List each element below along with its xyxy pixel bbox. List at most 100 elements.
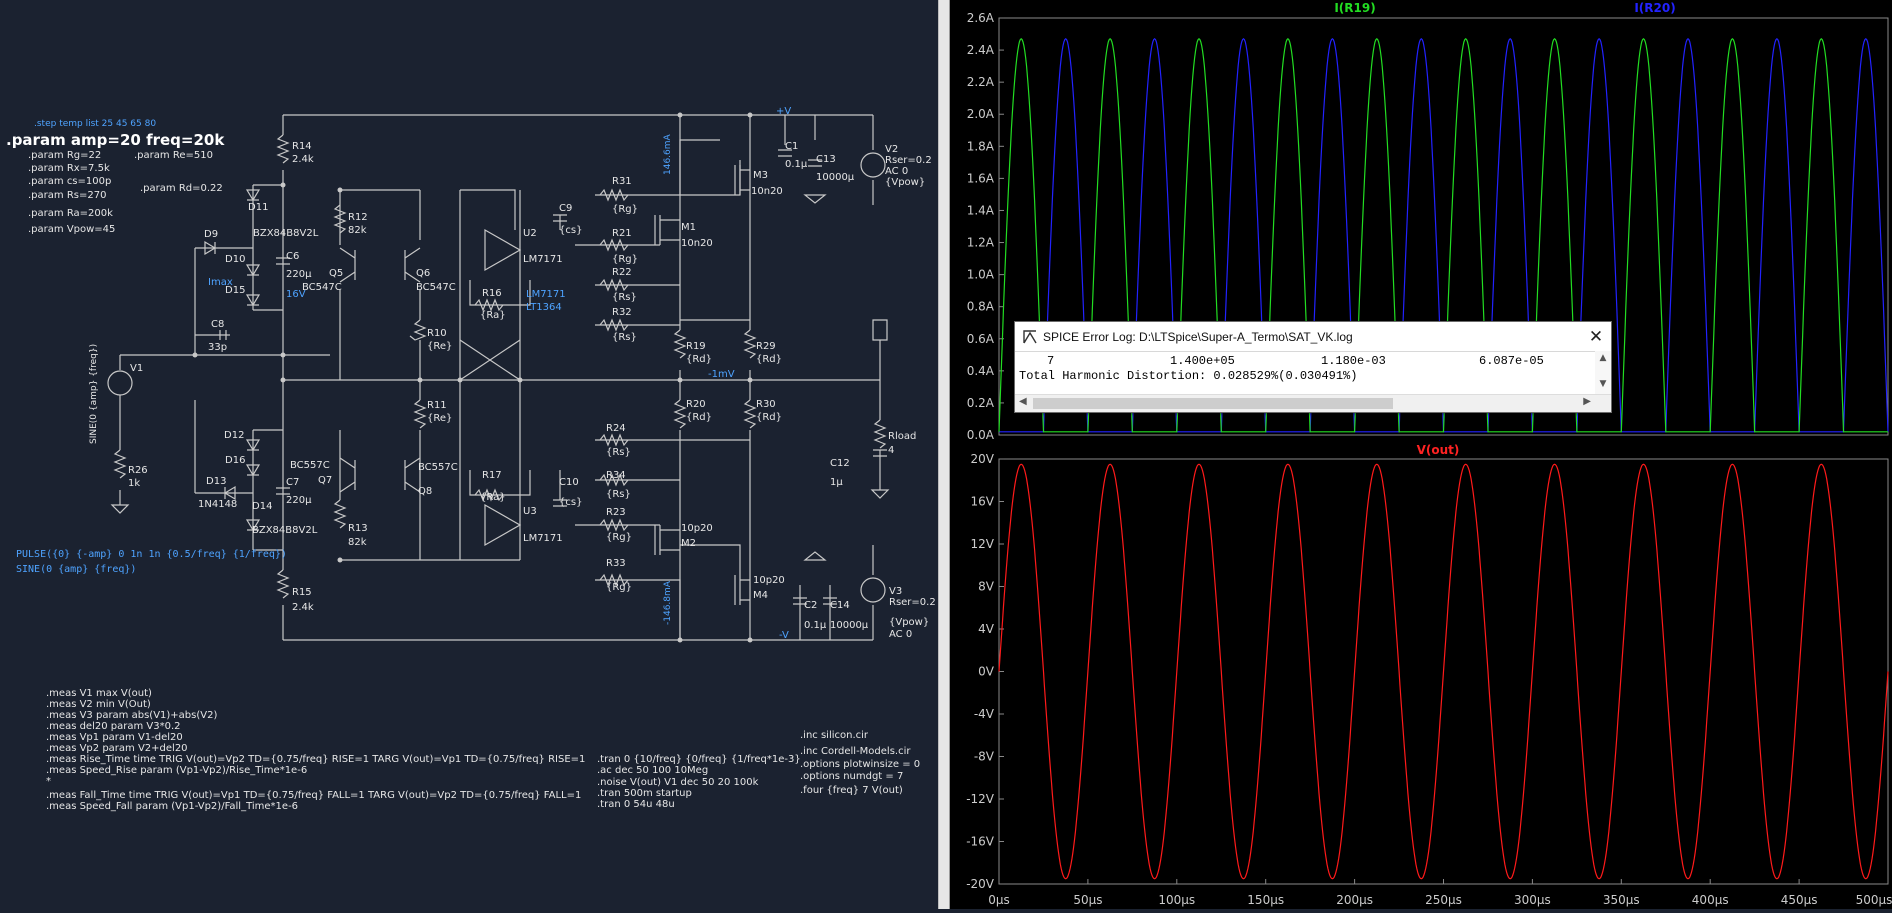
cap-C2: [793, 597, 807, 605]
waveform-canvas[interactable]: I(R19) I(R20) V(out) 2.6A2.4A2.2A2.0A1.8…: [950, 0, 1892, 909]
pane-splitter[interactable]: [938, 0, 950, 909]
x-tick-label: 100µs: [1158, 893, 1195, 907]
svg-text:Q6: Q6: [416, 268, 430, 279]
cap-C1: [778, 149, 792, 157]
svg-text:{Rs}: {Rs}: [606, 447, 631, 458]
close-icon[interactable]: ✕: [1588, 326, 1604, 347]
bjt-Q8: [404, 457, 421, 493]
y-tick-label: 1.0A: [967, 268, 995, 282]
svg-text:.options numdgt = 7: .options numdgt = 7: [800, 771, 903, 782]
svg-text:AC 0: AC 0: [889, 629, 912, 640]
svg-text:4: 4: [888, 445, 894, 456]
ltspice-logo-icon: [1023, 329, 1037, 343]
resistor-R24: [599, 433, 629, 447]
resistor-R21: [599, 238, 629, 252]
harmonic-index: 7: [1047, 354, 1055, 368]
trace-v-out: [998, 463, 1889, 880]
resistor-Rload: [873, 419, 887, 449]
step-directive[interactable]: .step temp list 25 45 65 80: [34, 119, 156, 129]
svg-text:D15: D15: [225, 285, 245, 296]
harmonic-component: 1.180e-03: [1321, 354, 1386, 368]
resistor-R19: [673, 329, 687, 359]
x-tick-label: 150µs: [1247, 893, 1284, 907]
trace-label-i-r20[interactable]: I(R20): [1634, 1, 1675, 15]
param-rd[interactable]: .param Rd=0.22: [140, 183, 223, 194]
pulse-directive[interactable]: PULSE({0} {-amp} 0 1n 1n {0.5/freq} {1/f…: [16, 549, 287, 560]
mosfet-M1: [654, 215, 680, 245]
svg-text:{Vpow}: {Vpow}: [889, 617, 929, 628]
param-main[interactable]: .param amp=20 freq=20k: [6, 131, 225, 149]
svg-text:-V: -V: [779, 630, 789, 641]
ground-3: [803, 194, 827, 204]
trace-label-i-r19[interactable]: I(R19): [1334, 1, 1375, 15]
svg-text:82k: 82k: [348, 225, 367, 236]
meas-block[interactable]: .meas V1 max V(out) .meas V2 min V(Out) …: [46, 688, 585, 812]
junctions: [192, 112, 753, 643]
vertical-scrollbar[interactable]: ▲ ▼: [1595, 351, 1611, 395]
svg-text:LM7171: LM7171: [523, 533, 563, 544]
resistor-R26: [113, 449, 127, 479]
error-log-content[interactable]: 7 1.400e+05 1.180e-03 6.087e-05 Total Ha…: [1015, 352, 1611, 396]
source-V1: [107, 370, 133, 396]
flag-out: [872, 319, 888, 341]
svg-text:.tran 0 {10/freq} {0/freq} {1/: .tran 0 {10/freq} {0/freq} {1/freq*1e-3}: [597, 754, 801, 765]
svg-text:BZX84B8V2L: BZX84B8V2L: [252, 525, 318, 536]
trace-label-v-out[interactable]: V(out): [1417, 443, 1460, 457]
svg-text:C8: C8: [211, 319, 224, 330]
scroll-thumb[interactable]: [1033, 398, 1393, 409]
svg-text:C14: C14: [830, 600, 850, 611]
svg-text:Rload: Rload: [888, 431, 916, 442]
svg-text:BC557C: BC557C: [290, 460, 330, 471]
scroll-right-icon[interactable]: ▶: [1583, 396, 1591, 407]
x-tick-label: 200µs: [1336, 893, 1373, 907]
y-tick-label: 0.6A: [967, 332, 995, 346]
svg-text:C2: C2: [804, 600, 817, 611]
thd-line: Total Harmonic Distortion: 0.028529%(0.0…: [1019, 369, 1358, 383]
v1-value: SINE(0 {amp} {freq}): [89, 344, 99, 444]
diode-D9: [204, 240, 217, 256]
analysis-block[interactable]: .tran 0 {10/freq} {0/freq} {1/freq*1e-3}…: [597, 754, 801, 810]
include-block[interactable]: .inc silicon.cir .inc Cordell-Models.cir…: [800, 730, 920, 796]
param-list[interactable]: .param Rg=22 .param Rx=7.5k .param cs=10…: [28, 150, 115, 235]
x-tick-label: 500µs: [1856, 893, 1892, 907]
y-tick-label: 0.8A: [967, 300, 995, 314]
svg-text:1N4148: 1N4148: [198, 499, 237, 510]
svg-text:.meas V3 param abs(V1)+abs(V2): .meas V3 param abs(V1)+abs(V2): [46, 710, 217, 721]
x-tick-label: 300µs: [1514, 893, 1551, 907]
schematic-view[interactable]: .step temp list 25 45 65 80 .param amp=2…: [0, 0, 938, 909]
y-tick-label: 20V: [971, 452, 995, 466]
svg-text:BC547C: BC547C: [302, 282, 342, 293]
svg-text:R23: R23: [606, 507, 626, 518]
svg-text:1µ: 1µ: [830, 477, 843, 488]
resistor-R13: [333, 499, 347, 529]
scroll-up-icon[interactable]: ▲: [1599, 353, 1607, 363]
net-labels: Imax 16V LM7171 LT1364 +V -V -1mV 146.6m…: [208, 106, 791, 641]
y-tick-label: -20V: [966, 877, 995, 891]
sine-directive[interactable]: SINE(0 {amp} {freq}): [16, 564, 136, 575]
svg-text:R22: R22: [612, 267, 632, 278]
mosfet-M2: [654, 525, 680, 555]
spice-error-log-window[interactable]: SPICE Error Log: D:\LTSpice\Super-A_Term…: [1014, 321, 1612, 413]
svg-text:+V: +V: [776, 106, 791, 117]
resistor-R34: [599, 473, 629, 487]
svg-text:{Ra}: {Ra}: [480, 310, 506, 321]
svg-text:10p20: 10p20: [753, 575, 785, 586]
param-re[interactable]: .param Re=510: [134, 150, 213, 161]
svg-text:{Rg}: {Rg}: [612, 204, 638, 215]
svg-text:.meas Speed_Rise param (Vp1-Vp: .meas Speed_Rise param (Vp1-Vp2)/Rise_Ti…: [46, 765, 307, 776]
svg-text:Q5: Q5: [329, 268, 343, 279]
schematic-canvas[interactable]: .step temp list 25 45 65 80 .param amp=2…: [0, 0, 938, 909]
scroll-left-icon[interactable]: ◀: [1019, 396, 1027, 407]
svg-text:BZX84B8V2L: BZX84B8V2L: [253, 228, 319, 239]
resistor-R15: [276, 569, 290, 599]
scroll-down-icon[interactable]: ▼: [1599, 379, 1607, 389]
horizontal-scrollbar[interactable]: ◀ ▶: [1015, 394, 1611, 412]
error-log-titlebar[interactable]: SPICE Error Log: D:\LTSpice\Super-A_Term…: [1015, 322, 1611, 352]
svg-text:D14: D14: [252, 501, 272, 512]
y-tick-label: 8V: [978, 580, 995, 594]
svg-text:.param Rs=270: .param Rs=270: [28, 190, 106, 201]
harmonic-frequency: 1.400e+05: [1170, 354, 1235, 368]
svg-text:{Rd}: {Rd}: [686, 412, 712, 423]
svg-text:R26: R26: [128, 465, 148, 476]
